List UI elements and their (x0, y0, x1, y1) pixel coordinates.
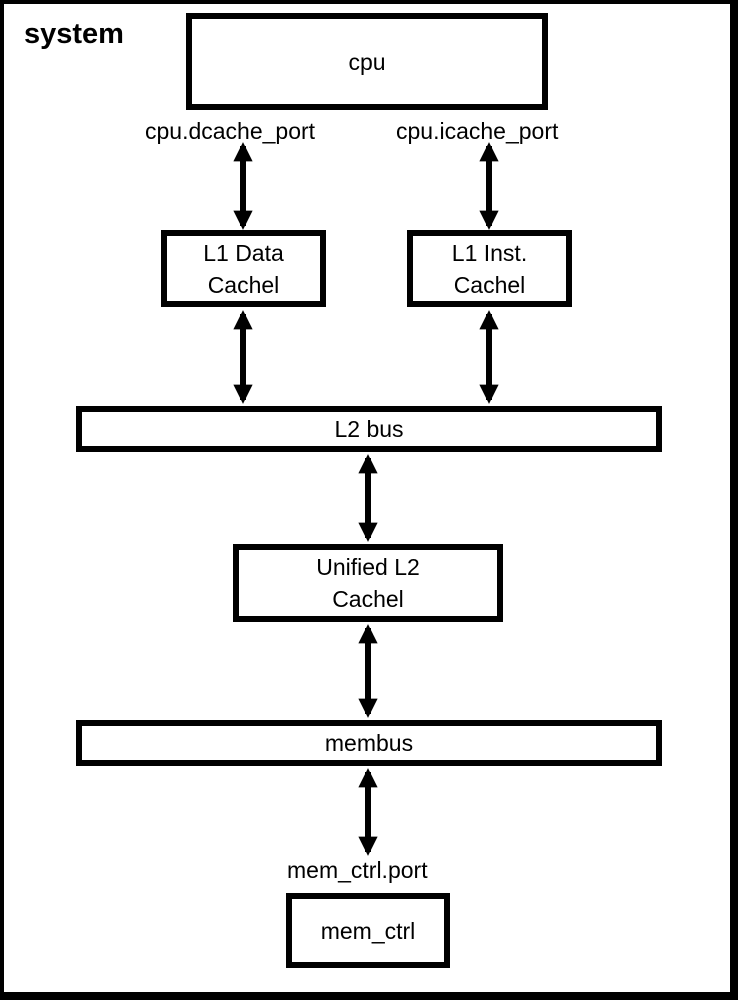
unified-l2-cache-label: Unified L2 Cachel (316, 554, 420, 612)
l1-inst-cache-label: L1 Inst. Cachel (451, 239, 528, 298)
system-label: system (24, 18, 124, 50)
l1-data-cache-box: L1 Data Cachel (161, 230, 326, 307)
l1-data-cache-label: L1 Data Cachel (203, 239, 284, 298)
mem-ctrl-label: mem_ctrl (320, 917, 416, 944)
membus-label: membus (324, 730, 414, 756)
unified-l2-cache-box: Unified L2 Cachel (233, 544, 503, 622)
mem-ctrl-port-label: mem_ctrl.port (287, 857, 428, 883)
l2-bus-box: L2 bus (76, 406, 662, 452)
cpu-box: cpu (186, 13, 548, 110)
l1-inst-cache-box: L1 Inst. Cachel (407, 230, 572, 307)
icache-port-label: cpu.icache_port (396, 118, 559, 144)
cpu-label: cpu (348, 48, 386, 75)
l2-bus-label: L2 bus (334, 416, 404, 442)
membus-box: membus (76, 720, 662, 766)
dcache-port-label: cpu.dcache_port (145, 118, 316, 144)
mem-ctrl-box: mem_ctrl (286, 893, 450, 968)
